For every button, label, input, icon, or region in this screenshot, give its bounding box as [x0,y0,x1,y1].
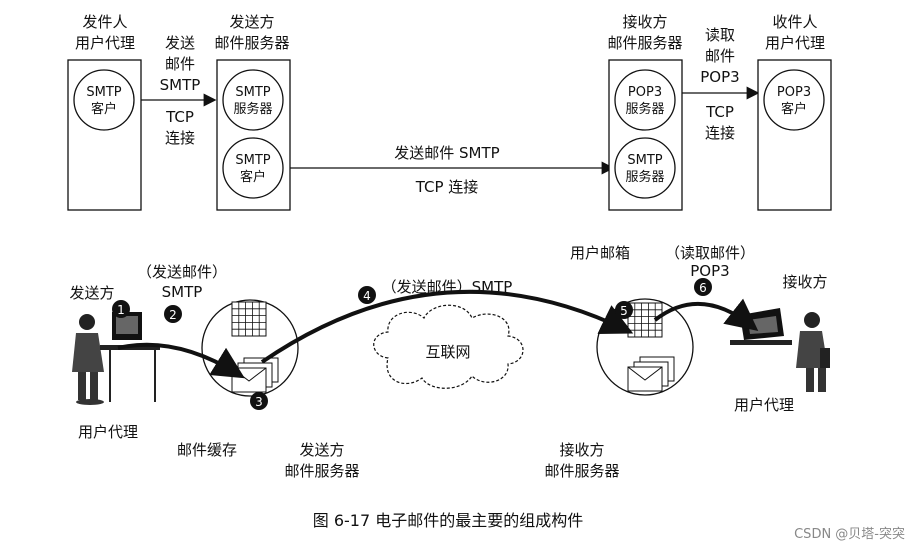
smtp-label: （发送邮件）SMTP [382,278,513,296]
step-6-label: 6 [699,281,707,295]
step-3-badge: 3 [250,392,268,410]
link-text: 连接 [705,124,735,142]
circle-text: 客户 [240,169,266,185]
sender-server-line1: 发送方 [229,13,274,31]
arrow-server-to-agent [653,298,759,331]
receiver-agent-line2: 用户代理 [765,34,825,52]
envelope-stack-icon [231,357,279,393]
watermark: CSDN @贝塔-突突 [794,526,905,542]
sender-agent-line2: 用户代理 [75,34,135,52]
sender-server-line2: 邮件服务器 [214,34,289,52]
user-agent-left-label: 用户代理 [78,423,138,441]
link-text: 读取 [705,26,735,44]
link-text: 邮件 [165,55,195,73]
circle-text: 服务器 [625,169,664,185]
circle-text: 客户 [91,101,117,117]
sender-person-icon [72,312,160,405]
smtp-server-circle [222,69,284,131]
circle-text: SMTP [86,85,121,100]
internet-cloud: 互联网 [373,304,524,389]
step-1-badge: 1 [112,300,130,318]
circle-text: 客户 [781,101,807,117]
middle-smtp-link: 发送邮件 SMTP TCP 连接 [290,144,615,196]
read-label-line1: （读取邮件） [665,244,755,262]
step-3-label: 3 [255,395,263,409]
sender-server-label-line2: 邮件服务器 [284,462,359,480]
link-text: 邮件 [705,47,735,65]
arrow-server-to-server [260,289,634,364]
pop3-server-circle [614,69,676,131]
smtp-client-circle [222,137,284,199]
receiver-label: 接收方 [782,273,827,291]
sender-agent-line1: 发件人 [82,13,127,31]
receiver-user-agent: 收件人 用户代理 POP3 客户 [757,13,832,211]
step-1-label: 1 [117,303,125,317]
sender-label: 发送方 [69,284,114,302]
sender-user-agent: 发件人 用户代理 SMTP 客户 [67,13,142,211]
receiver-server-line1: 接收方 [622,13,667,31]
step-markers: 1 2 3 4 5 6 [112,278,712,410]
mail-cache-label: 邮件缓存 [177,441,237,459]
step-4-badge: 4 [358,286,376,304]
middle-link-line1: 发送邮件 SMTP [394,144,499,162]
circle-text: SMTP [235,153,270,168]
figure-caption: 图 6-17 电子邮件的最主要的组成构件 [313,511,584,530]
receiver-server-label-line1: 接收方 [559,441,604,459]
step-5-label: 5 [620,304,628,318]
read-mail-link: 读取 邮件 POP3 TCP 连接 [682,26,760,142]
mailbox-grid-icon [231,301,267,337]
send-mail-link: 发送 邮件 SMTP TCP 连接 [141,34,217,147]
sender-mail-server: 发送方 邮件服务器 SMTP 服务器 SMTP 客户 [214,13,291,211]
mailbox-label: 用户邮箱 [570,244,630,262]
internet-label: 互联网 [425,343,470,361]
pop3-client-circle [763,69,825,131]
link-text: 连接 [165,129,195,147]
step-6-badge: 6 [694,278,712,296]
receiver-server-label-line2: 邮件服务器 [544,462,619,480]
receiver-server-line2: 邮件服务器 [607,34,682,52]
circle-text: SMTP [627,153,662,168]
smtp-server-circle [614,137,676,199]
send-label-line2: SMTP [162,283,203,301]
step-2-label: 2 [169,308,177,322]
circle-text: 服务器 [625,101,664,117]
circle-text: POP3 [777,85,811,100]
link-text: POP3 [700,68,739,86]
sender-server-label-line1: 发送方 [299,441,344,459]
middle-link-line2: TCP 连接 [415,178,479,196]
link-text: TCP [705,103,734,121]
step-4-label: 4 [363,289,371,303]
envelope-stack-icon [627,356,675,392]
receiver-server-circle [596,298,694,396]
receiver-mail-server: 接收方 邮件服务器 POP3 服务器 SMTP 服务器 [607,13,683,211]
circle-text: 服务器 [233,101,272,117]
circle-text: SMTP [235,85,270,100]
step-2-badge: 2 [164,305,182,323]
user-agent-right-label: 用户代理 [734,396,794,414]
receiver-person-icon [730,308,830,392]
link-text: TCP [165,108,194,126]
read-label-line2: POP3 [690,262,729,280]
send-label-line1: （发送邮件） [137,263,227,281]
step-5-badge: 5 [615,301,633,319]
arrow-agent-to-server [117,342,245,379]
smtp-client-circle [73,69,135,131]
link-text: 发送 [165,34,195,52]
receiver-agent-line1: 收件人 [772,13,817,31]
link-text: SMTP [160,76,201,94]
circle-text: POP3 [628,85,662,100]
